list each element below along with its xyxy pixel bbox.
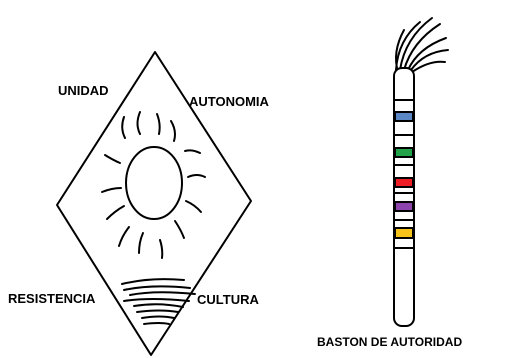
band-red	[394, 177, 414, 188]
label-resistencia: RESISTENCIA	[8, 291, 96, 306]
label-autonomia: AUTONOMIA	[189, 94, 269, 109]
sun-circle	[125, 146, 183, 220]
label-cultura: CULTURA	[197, 292, 259, 307]
baston-staff-icon	[393, 17, 449, 327]
water-waves	[121, 278, 196, 325]
band-blue	[394, 111, 414, 122]
staff-body	[393, 67, 415, 327]
band-yellow	[394, 227, 414, 239]
diamond-outline	[56, 51, 252, 356]
sun-rays	[101, 111, 206, 259]
band-purple	[394, 201, 414, 212]
staff-divider-lines	[394, 99, 414, 249]
label-unidad: UNIDAD	[58, 83, 109, 98]
band-green	[394, 147, 414, 158]
staff-tassels	[395, 17, 449, 73]
label-baston-de-autoridad: BASTON DE AUTORIDAD	[317, 335, 463, 349]
diamond-emblem	[56, 51, 252, 356]
